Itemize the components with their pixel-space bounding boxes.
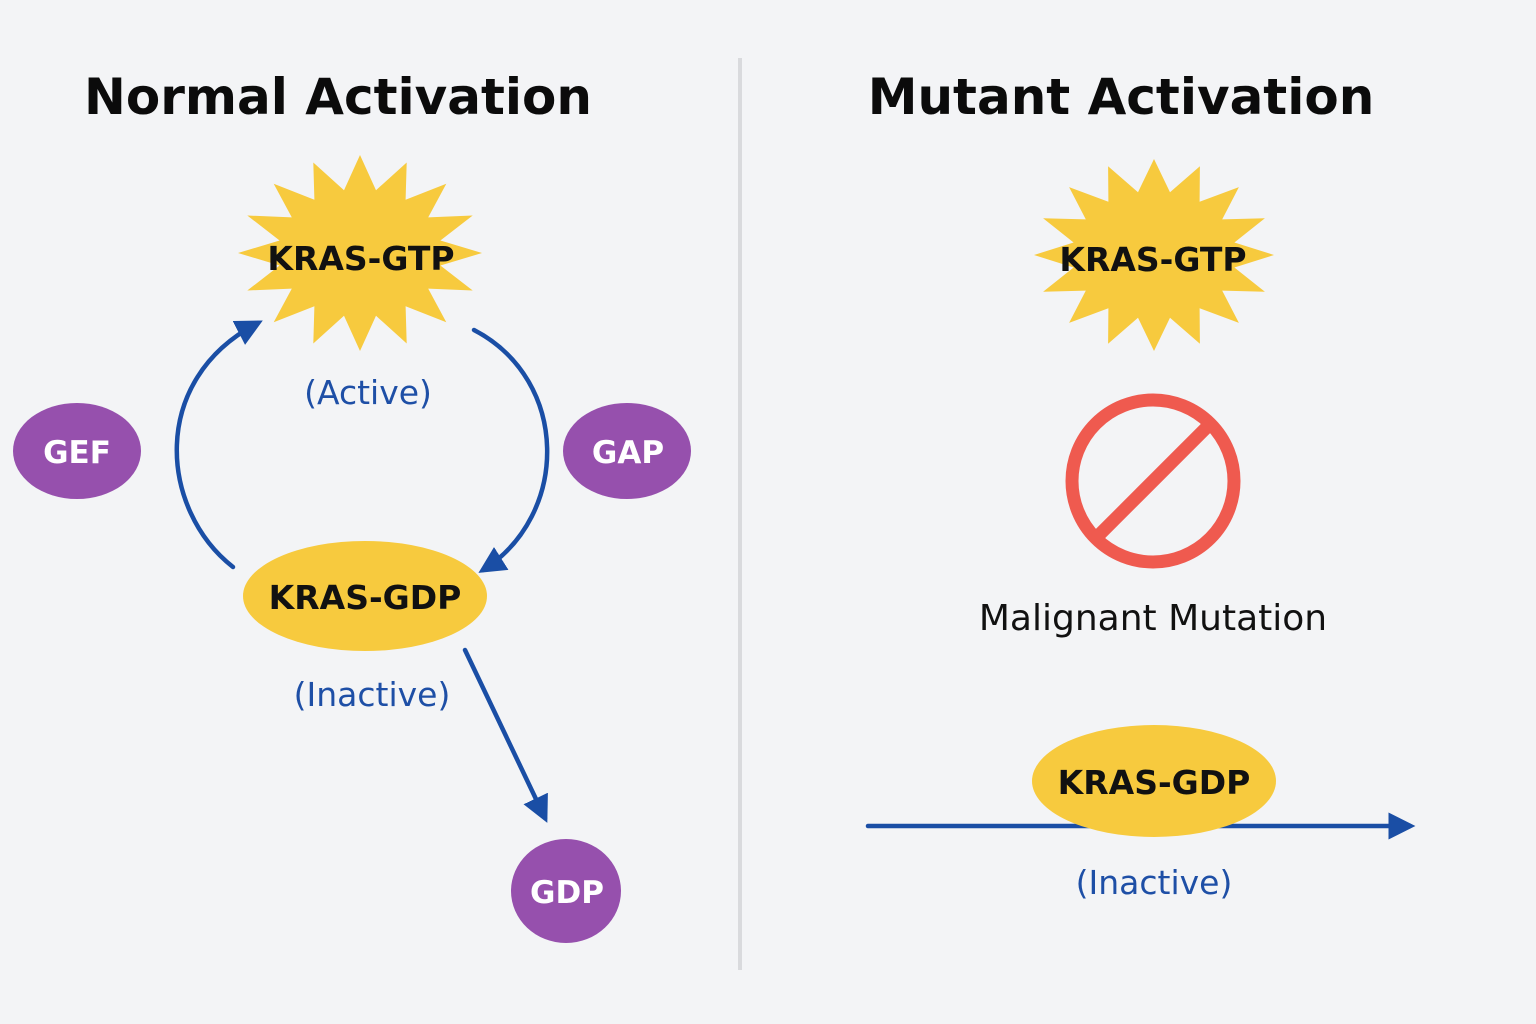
kras-gdp-inactive-node [243, 541, 487, 651]
mutant-kras-gtp-label: KRAS-GTP [1059, 240, 1246, 279]
mutant-kras-gdp-label: KRAS-GDP [1058, 763, 1251, 802]
mutant-kras-gdp-node [1032, 725, 1276, 837]
kras-gdp-label: KRAS-GDP [269, 578, 462, 617]
gdp-node [511, 839, 621, 943]
gdp-release-arrow [462, 647, 548, 823]
inactivation-arrow [471, 327, 550, 573]
gap-node [563, 403, 691, 499]
mutant-activation-panel: Mutant Activation KRAS-GTP Malignant Mut… [865, 68, 1416, 902]
activation-arrow [174, 320, 263, 570]
mutant-inactive-state-label: (Inactive) [1076, 863, 1233, 902]
mutant-kras-gtp-burst [1034, 159, 1274, 351]
kras-gtp-label: KRAS-GTP [267, 239, 454, 278]
gef-label: GEF [43, 435, 111, 471]
inactive-state-label: (Inactive) [294, 675, 451, 714]
active-state-label: (Active) [304, 373, 432, 412]
kras-gtp-active-burst [238, 155, 482, 351]
malignant-mutation-caption: Malignant Mutation [979, 598, 1327, 639]
normal-activation-panel: Normal Activation KRAS-GTP (Active) GEF … [13, 68, 691, 943]
gap-label: GAP [592, 435, 664, 471]
mutant-activation-title: Mutant Activation [868, 68, 1375, 126]
gef-node [13, 403, 141, 499]
no-entry-icon [1065, 393, 1241, 569]
gdp-label: GDP [530, 875, 604, 911]
normal-activation-title: Normal Activation [84, 68, 592, 126]
